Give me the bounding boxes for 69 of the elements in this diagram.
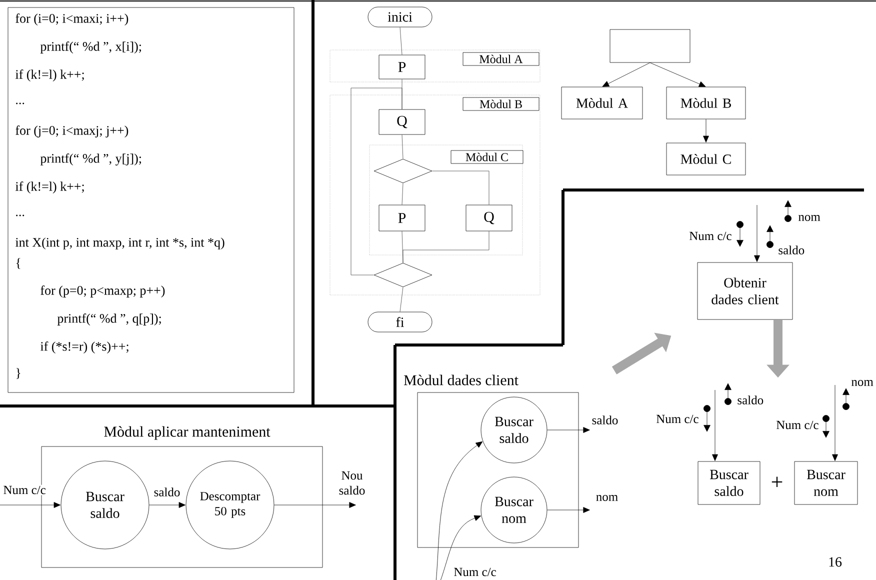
call-arrow (712, 390, 718, 461)
arrow (440, 515, 482, 580)
code-line: if (k!=l) k++; (15, 182, 84, 194)
module-box: Buscar nom (794, 461, 858, 505)
code-line: { (16, 258, 20, 269)
arrow (602, 62, 650, 87)
module-heading: Mòdul aplicar manteniment (104, 426, 270, 440)
couple-label: saldo (778, 246, 804, 254)
code-line: int X(int p, int maxp, int r, int *s, int *q) (15, 238, 224, 250)
couple-label: saldo (738, 396, 764, 404)
arrow (703, 119, 709, 142)
process-box: Q (378, 109, 426, 135)
arrow (547, 507, 590, 513)
code-line: for (j=0; i<maxj; j++) (16, 126, 128, 138)
flow-line (402, 231, 490, 263)
module-label: Mòdul B (462, 97, 540, 111)
call-arrow (832, 384, 838, 461)
edge-label: nom (594, 494, 620, 502)
flow-line (400, 27, 402, 55)
module-box: Mòdul C (666, 142, 746, 176)
module-box: Obtenir dades client (697, 262, 793, 320)
arrow (650, 62, 706, 87)
process-box: Q (466, 204, 512, 232)
flow-label: Num c/c (454, 568, 496, 576)
decision-diamond (374, 158, 432, 184)
couple-label: Num c/c (656, 414, 698, 424)
edge-label: saldo (590, 414, 620, 426)
code-line: printf(“ %d ”, q[p]); (57, 314, 161, 326)
module-box: Buscar saldo (698, 461, 760, 505)
process-box: P (378, 54, 426, 80)
flow-line (402, 134, 404, 159)
decision-diamond (374, 262, 432, 288)
code-line: if (*s!=r) (*s)++; (40, 342, 128, 354)
module-heading: Mòdul dades client (404, 374, 518, 386)
couple-label: Num c/c (776, 420, 818, 430)
edge-label: Num c/c (2, 484, 47, 496)
edge-label: Nou saldo (333, 470, 371, 496)
process-box: P (378, 204, 426, 232)
arrow (149, 502, 186, 508)
flow-line (350, 88, 402, 276)
flow-line (402, 183, 404, 205)
module-label: Mòdul C (450, 150, 524, 164)
call-arrow (754, 204, 760, 262)
module-box: Mòdul B (666, 86, 746, 120)
page-number: 16 (829, 557, 842, 567)
code-line: ... (16, 214, 24, 216)
couple-label: nom (798, 214, 820, 221)
module-label: Mòdul A (462, 52, 540, 66)
code-line: printf(“ %d ”, y[j]); (40, 154, 142, 166)
code-line: } (16, 368, 20, 379)
code-line: printf(“ %d ”, x[i]); (40, 42, 142, 54)
module-box: Mòdul A (561, 86, 643, 120)
flow-line (400, 287, 404, 312)
arrow (436, 441, 483, 580)
couple-label: nom (851, 380, 874, 386)
code-line: if (k!=l) k++; (15, 70, 84, 82)
plus-sign: + (772, 476, 782, 488)
module-box (610, 29, 690, 63)
arrow (274, 502, 356, 508)
code-line: for (i=0; i<maxi; i++) (16, 14, 128, 26)
arrow (547, 427, 590, 433)
code-line: ... (16, 102, 24, 104)
arrow (0, 502, 60, 508)
terminal-box: fi (368, 312, 432, 332)
flow-line (432, 170, 490, 205)
edge-label: saldo (152, 486, 182, 498)
couple-label: Num c/c (689, 232, 732, 240)
terminal-box: inici (368, 6, 432, 28)
code-line: for (p=0; p<maxp; p++) (40, 286, 165, 298)
